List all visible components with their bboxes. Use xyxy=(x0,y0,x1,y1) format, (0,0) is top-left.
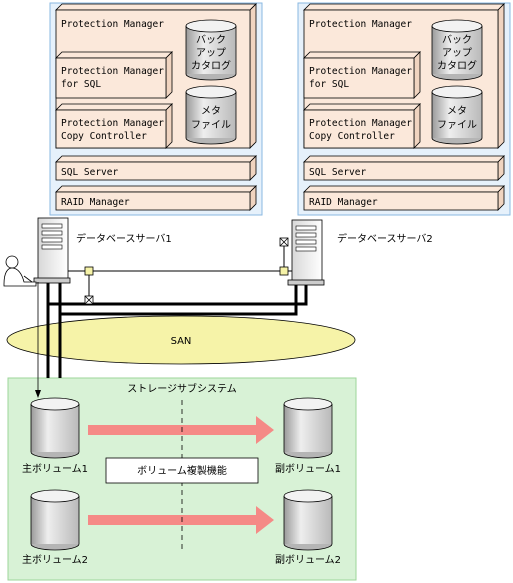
server-1-name: データベースサーバ1 xyxy=(76,232,172,245)
backup-catalog-label-2: アップ xyxy=(196,47,226,59)
pm-for-sql-label-2: for SQL xyxy=(61,79,101,90)
lan-terminator-icon xyxy=(279,237,289,247)
secondary-volume-2 xyxy=(283,489,333,551)
meta-file-cylinder: メタ ファイル xyxy=(185,85,237,145)
pm-copy-controller-label-2: Copy Controller xyxy=(61,131,147,142)
server-tower-icon xyxy=(287,219,325,286)
lan-connector xyxy=(279,266,289,276)
pm-for-sql-box: Protection Manager for SQL xyxy=(55,51,173,99)
replication-function-label: ボリューム複製機能 xyxy=(137,464,227,477)
raid-manager-label: RAID Manager xyxy=(61,197,130,208)
backup-catalog-label-3: カタログ xyxy=(191,59,231,72)
raid-manager-box: RAID Manager xyxy=(303,185,505,211)
lan-connector xyxy=(84,266,94,276)
replication-arrow-icon xyxy=(88,506,274,534)
backup-catalog-label-2: アップ xyxy=(442,47,472,59)
primary-volume-1 xyxy=(30,397,80,459)
meta-file-label-1: メタ xyxy=(201,105,221,117)
user-icon xyxy=(3,255,37,287)
server-2-name: データベースサーバ2 xyxy=(337,232,433,245)
raid-manager-label: RAID Manager xyxy=(309,197,378,208)
meta-file-label-2: ファイル xyxy=(191,120,231,131)
primary-volume-1-label: 主ボリューム1 xyxy=(22,463,88,475)
pm-for-sql-label-1: Protection Manager xyxy=(61,66,164,77)
primary-volume-2 xyxy=(30,489,80,551)
pm-for-sql-label-2: for SQL xyxy=(309,79,349,90)
secondary-volume-1-label: 副ボリューム1 xyxy=(275,463,341,475)
sql-server-label: SQL Server xyxy=(61,167,118,178)
backup-catalog-label-1: バック xyxy=(442,34,472,46)
backup-catalog-cylinder: バック アップ カタログ xyxy=(431,19,483,81)
replication-arrow-icon xyxy=(88,416,274,444)
protection-manager-label: Protection Manager xyxy=(61,19,164,30)
pm-copy-controller-label-1: Protection Manager xyxy=(61,118,164,129)
pm-copy-controller-label-2: Copy Controller xyxy=(309,131,395,142)
san-label: SAN xyxy=(171,336,192,347)
raid-manager-box: RAID Manager xyxy=(55,185,257,211)
sql-server-box: SQL Server xyxy=(303,155,505,181)
lan-terminator-icon xyxy=(84,295,94,305)
fibre-cables xyxy=(46,282,308,378)
pm-copy-controller-box: Protection Manager Copy Controller xyxy=(55,103,173,149)
sql-server-box: SQL Server xyxy=(55,155,257,181)
backup-catalog-label-3: カタログ xyxy=(437,59,477,72)
meta-file-label-1: メタ xyxy=(447,105,467,117)
user-to-volume-arrow xyxy=(35,282,41,398)
meta-file-label-2: ファイル xyxy=(437,120,477,131)
secondary-volume-1 xyxy=(283,397,333,459)
lan-network xyxy=(68,237,296,305)
server-2-panel: Protection Manager Protection Manager fo… xyxy=(297,2,511,216)
san: SAN xyxy=(6,315,356,365)
secondary-volume-2-label: 副ボリューム2 xyxy=(275,554,341,566)
primary-volume-2-label: 主ボリューム2 xyxy=(22,554,88,566)
meta-file-cylinder: メタ ファイル xyxy=(431,85,483,145)
protection-manager-label: Protection Manager xyxy=(309,19,412,30)
replication-function-box: ボリューム複製機能 xyxy=(105,457,259,484)
pm-for-sql-label-1: Protection Manager xyxy=(309,66,412,77)
sql-server-label: SQL Server xyxy=(309,167,366,178)
storage-subsystem-title: ストレージサブシステム xyxy=(127,382,237,395)
pm-copy-controller-box: Protection Manager Copy Controller xyxy=(303,103,421,149)
pm-copy-controller-label-1: Protection Manager xyxy=(309,118,412,129)
pm-for-sql-box: Protection Manager for SQL xyxy=(303,51,421,99)
backup-catalog-cylinder: バック アップ カタログ xyxy=(185,19,237,81)
server-tower-icon xyxy=(33,217,71,284)
server-1-panel: Protection Manager Protection Manager fo… xyxy=(49,2,263,216)
backup-catalog-label-1: バック xyxy=(196,34,226,46)
